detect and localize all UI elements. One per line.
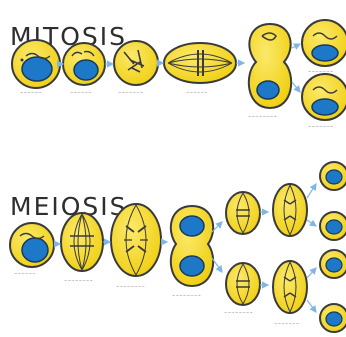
mitosis-cell-1 [12, 40, 60, 88]
mitosis-label-6b: ~~~~~~~ [308, 124, 334, 129]
mitosis-label-2: ~~~~~~ [70, 90, 92, 95]
mitosis-daughter-top [302, 20, 346, 66]
mitosis-label-6a: ~~~~~~~ [308, 69, 334, 74]
meiosis-label-2: ~~~~~~~~ [64, 278, 93, 283]
meiosis-daughter-1 [320, 162, 346, 190]
arrow-icon [307, 220, 316, 226]
meiosis-cell-1 [10, 223, 54, 267]
meiosis-cell-5a [226, 192, 260, 234]
meiosis-label-4: ~~~~~~~~ [172, 293, 201, 298]
meiosis-label-3: ~~~~~~~~ [116, 284, 145, 289]
meiosis-daughter-2 [320, 212, 346, 240]
meiosis-label-5: ~~~~~~~~ [224, 310, 253, 315]
meiosis-cell-4 [171, 206, 213, 286]
mitosis-label-5: ~~~~~~~~ [248, 114, 277, 119]
meiosis-label-1: ~~~~~~ [14, 271, 36, 276]
meiosis-daughter-3 [320, 250, 346, 278]
arrow-icon [307, 300, 316, 312]
meiosis-cell-6b [273, 261, 307, 313]
meiosis-cell-2 [61, 213, 103, 271]
arrow-icon [292, 82, 300, 92]
mitosis-cell-5 [249, 24, 291, 108]
meiosis-cell-3 [111, 204, 161, 276]
meiosis-cell-5b [226, 263, 260, 305]
mitosis-cell-3 [114, 41, 158, 85]
mitosis-label-3: ~~~~~~~ [118, 90, 144, 95]
arrow-icon [307, 184, 316, 198]
mitosis-label-4: ~~~~~~ [186, 90, 208, 95]
meiosis-daughter-4 [320, 304, 346, 332]
mitosis-cell-2 [63, 43, 105, 85]
mitosis-label-1: ~~~~~~ [20, 90, 42, 95]
mitosis-cell-4 [164, 43, 236, 83]
mitosis-daughter-bottom [302, 74, 346, 120]
arrow-icon [292, 44, 300, 48]
arrow-icon [307, 268, 316, 278]
meiosis-label-6: ~~~~~~~ [274, 321, 300, 326]
meiosis-cell-6a [273, 184, 307, 236]
